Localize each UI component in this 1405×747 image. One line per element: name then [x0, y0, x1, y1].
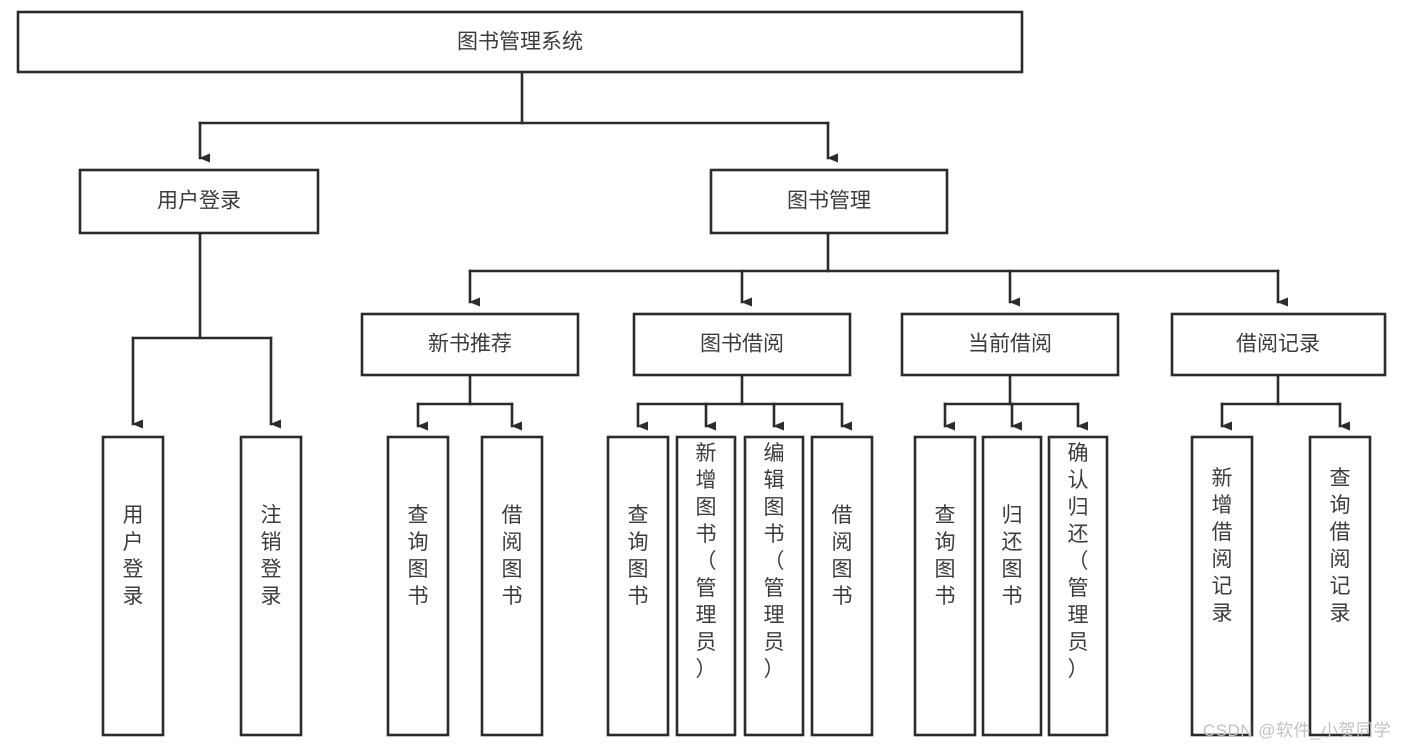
leaf-query-book-rec-box[interactable]	[386, 435, 450, 737]
node-leaf-query-book-borrow[interactable]: 查询图书	[606, 435, 670, 737]
leaf-borrow-book-rec-label: 借阅图书	[502, 504, 523, 608]
leaf-logout-login-label: 注销登录	[261, 504, 282, 608]
leaf-add-record-box[interactable]	[1190, 435, 1254, 737]
edges-layer	[131, 70, 1350, 431]
current-borrow-label: 当前借阅	[968, 333, 1052, 356]
node-current-borrow[interactable]: 当前借阅	[900, 312, 1120, 377]
leaf-query-book-borrow-box[interactable]	[606, 435, 670, 737]
node-leaf-query-book-rec[interactable]: 查询图书	[386, 435, 450, 737]
leaf-return-book-label: 归还图书	[1002, 504, 1023, 608]
node-leaf-borrow-book-rec[interactable]: 借阅图书	[480, 435, 544, 737]
leaf-return-book-box[interactable]	[981, 435, 1043, 737]
leaf-query-book-rec-label: 查询图书	[408, 504, 429, 608]
leaf-edit-book-box[interactable]	[743, 435, 805, 737]
new-book-recommend-box[interactable]	[360, 312, 580, 377]
node-leaf-query-record[interactable]: 查询借阅记录	[1308, 435, 1372, 737]
node-book-management[interactable]: 图书管理	[709, 168, 949, 235]
leaf-borrow-book-rec-box[interactable]	[480, 435, 544, 737]
user-login-label: 用户登录	[157, 190, 241, 213]
node-borrow-record[interactable]: 借阅记录	[1170, 312, 1387, 377]
leaf-user-login-box[interactable]	[101, 435, 165, 737]
new-book-recommend-label: 新书推荐	[428, 333, 512, 356]
leaf-query-record-label: 查询借阅记录	[1330, 467, 1351, 625]
leaf-borrow-book-box[interactable]	[810, 435, 874, 737]
book-borrow-box[interactable]	[632, 312, 852, 377]
leaf-logout-login-box[interactable]	[239, 435, 303, 737]
node-user-login[interactable]: 用户登录	[78, 168, 320, 235]
node-new-book-recommend[interactable]: 新书推荐	[360, 312, 580, 377]
book-management-label: 图书管理	[787, 190, 871, 213]
leaf-user-login-label: 用户登录	[123, 504, 144, 608]
leaf-query-book-cur-label: 查询图书	[935, 504, 956, 608]
node-root[interactable]: 图书管理系统	[16, 10, 1024, 74]
leaf-query-record-box[interactable]	[1308, 435, 1372, 737]
leaf-borrow-book-label: 借阅图书	[832, 504, 853, 608]
root-label: 图书管理系统	[457, 31, 583, 54]
current-borrow-box[interactable]	[900, 312, 1120, 377]
node-leaf-query-book-cur[interactable]: 查询图书	[913, 435, 977, 737]
leaf-edit-book-label: 编辑图书（管理员）	[764, 442, 785, 681]
leaf-confirm-return-label: 确认归还（管理员）	[1068, 442, 1089, 681]
leaf-add-record-label: 新增借阅记录	[1212, 467, 1233, 625]
leaf-query-book-cur-box[interactable]	[913, 435, 977, 737]
leaf-add-book-box[interactable]	[675, 435, 737, 737]
borrow-record-label: 借阅记录	[1236, 333, 1320, 356]
book-borrow-label: 图书借阅	[700, 333, 784, 356]
node-leaf-borrow-book[interactable]: 借阅图书	[810, 435, 874, 737]
borrow-record-box[interactable]	[1170, 312, 1387, 377]
node-leaf-logout-login[interactable]: 注销登录	[239, 435, 303, 737]
node-leaf-edit-book[interactable]: 编辑图书（管理员）	[743, 435, 805, 737]
node-leaf-confirm-return[interactable]: 确认归还（管理员）	[1047, 435, 1109, 737]
root-box[interactable]	[16, 10, 1024, 74]
leaf-add-book-label: 新增图书（管理员）	[696, 442, 717, 681]
node-leaf-add-record[interactable]: 新增借阅记录	[1190, 435, 1254, 737]
node-leaf-add-book[interactable]: 新增图书（管理员）	[675, 435, 737, 737]
node-book-borrow[interactable]: 图书借阅	[632, 312, 852, 377]
node-leaf-return-book[interactable]: 归还图书	[981, 435, 1043, 737]
user-login-box[interactable]	[78, 168, 320, 235]
leaf-confirm-return-box[interactable]	[1047, 435, 1109, 737]
leaf-query-book-borrow-label: 查询图书	[628, 504, 649, 608]
book-management-box[interactable]	[709, 168, 949, 235]
node-leaf-user-login[interactable]: 用户登录	[101, 435, 165, 737]
